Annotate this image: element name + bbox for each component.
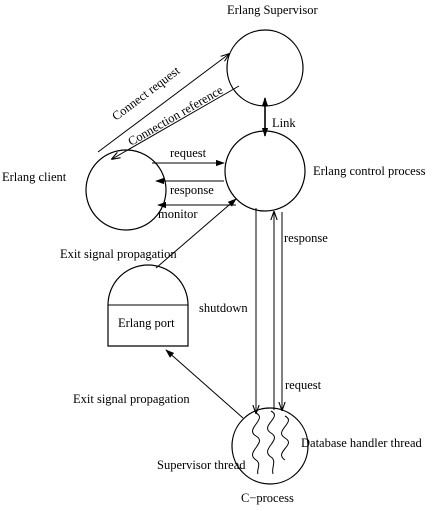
exit-signal-bottom-arrow — [165, 349, 244, 419]
supervisor-thread-label: Supervisor thread — [157, 458, 246, 472]
shutdown-label: shutdown — [199, 301, 248, 315]
response-label: response — [170, 183, 214, 197]
db-thread-label: Database handler thread — [301, 436, 423, 450]
link-label: Link — [272, 116, 296, 130]
port-label: Erlang port — [118, 316, 175, 330]
c-process-label: C−process — [241, 491, 294, 505]
erlang-supervisor-node — [226, 29, 304, 107]
response-right-label: response — [284, 231, 328, 245]
exit-signal-top-label: Exit signal propagation — [60, 247, 177, 261]
connection-reference-arrow — [112, 85, 240, 159]
supervisor-thread-squiggle — [252, 412, 260, 475]
db-thread-squiggle-2 — [281, 415, 289, 461]
erlang-client-node — [85, 149, 167, 231]
control-process-label: Erlang control process — [313, 164, 426, 178]
request-label: request — [170, 146, 207, 160]
connect-request-arrow — [97, 54, 229, 153]
exit-signal-top-arrow — [155, 198, 237, 269]
supervisor-label: Erlang Supervisor — [227, 3, 318, 17]
monitor-label: monitor — [158, 207, 198, 221]
db-thread-squiggle-1 — [267, 410, 275, 475]
exit-signal-bottom-label: Exit signal propagation — [73, 392, 190, 406]
erlang-control-process-node — [224, 130, 306, 212]
request-bottom-label: request — [285, 378, 322, 392]
client-label: Erlang client — [2, 170, 67, 184]
